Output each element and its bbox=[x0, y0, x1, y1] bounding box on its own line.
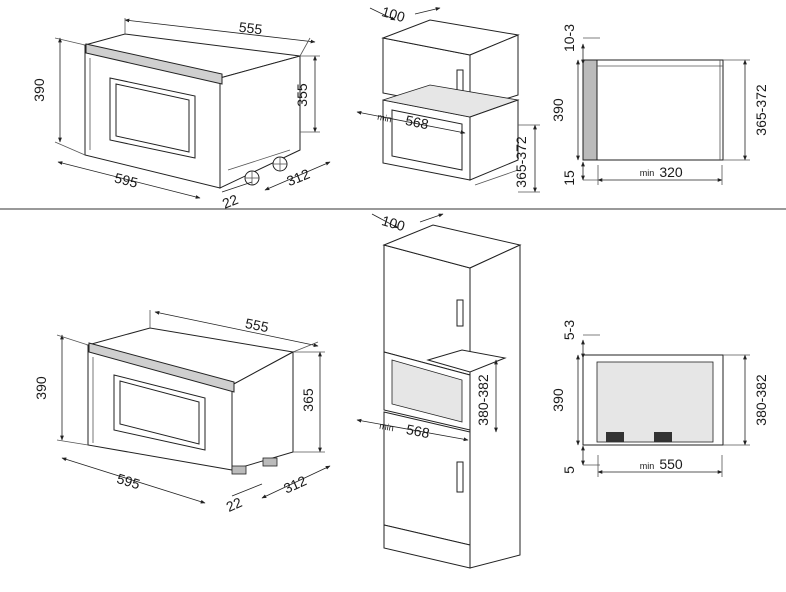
top-oven-base-label: 22 bbox=[220, 191, 241, 212]
bottom-section-cavity-label: 380-382 bbox=[753, 374, 769, 426]
bottom-section-min-prefix: min bbox=[640, 461, 655, 471]
bottom-oven-drawing bbox=[86, 327, 295, 475]
bottom-oven-dimensions: 555 390 595 365 312 22 bbox=[33, 310, 331, 515]
top-oven-depth-label: 595 bbox=[113, 170, 140, 191]
top-oven-height-label: 390 bbox=[31, 78, 47, 102]
bottom-cabinet-height-label: 380-382 bbox=[475, 374, 491, 426]
top-oven-dimensions: 555 390 595 355 312 22 bbox=[31, 18, 331, 212]
top-cabinet-depth-label: 100 bbox=[380, 3, 407, 25]
top-section-min-prefix: min bbox=[640, 168, 655, 178]
bottom-section-bottom-gap-label: 5 bbox=[561, 466, 577, 474]
bottom-oven-width-label: 555 bbox=[244, 315, 270, 335]
bottom-cabinet-width-label: 568 bbox=[405, 421, 431, 441]
bottom-oven-side-depth-label: 312 bbox=[281, 472, 309, 496]
top-section-drawing bbox=[582, 37, 724, 181]
top-section-depth-label: 320 bbox=[659, 164, 683, 180]
top-section-bottom-gap-label: 15 bbox=[561, 170, 577, 186]
bottom-section-dimensions: 5-3 390 5 380-382 min 550 bbox=[550, 320, 769, 477]
bottom-section-height-label: 390 bbox=[550, 388, 566, 412]
top-oven-width-label: 555 bbox=[238, 19, 263, 38]
top-oven-height-right-label: 355 bbox=[294, 83, 310, 107]
top-section-height-label: 390 bbox=[550, 98, 566, 122]
top-oven-drawing bbox=[83, 33, 301, 189]
bottom-oven-depth-label: 595 bbox=[115, 470, 142, 492]
bottom-cabinet-depth-label: 100 bbox=[380, 212, 407, 234]
bottom-section-top-gap-label: 5-3 bbox=[561, 320, 577, 340]
top-section-cavity-label: 365-372 bbox=[753, 84, 769, 136]
bottom-section-drawing bbox=[582, 334, 724, 466]
foot-icon bbox=[244, 170, 260, 186]
bottom-cabinet-dimensions: 100 min 568 380-382 bbox=[356, 212, 498, 441]
bottom-oven-base-label: 22 bbox=[224, 494, 245, 515]
top-cabinet-width-label: 568 bbox=[404, 112, 430, 133]
top-cabinet-height-label: 365-372 bbox=[513, 136, 529, 188]
top-cabinet-dimensions: 100 min 568 365-372 bbox=[356, 3, 540, 193]
top-section-top-gap-label: 10-3 bbox=[561, 24, 577, 52]
bottom-cabinet-drawing bbox=[382, 224, 522, 569]
top-section-dimensions: 10-3 390 15 365-372 min 320 bbox=[550, 24, 769, 186]
bottom-cabinet-min-prefix: min bbox=[378, 421, 394, 434]
bottom-oven-height-label: 390 bbox=[33, 376, 49, 400]
top-cabinet-drawing bbox=[381, 19, 520, 186]
bottom-oven-height-right-label: 365 bbox=[300, 388, 316, 412]
foot-icon bbox=[272, 156, 288, 172]
top-cabinet-min-prefix: min bbox=[376, 112, 392, 125]
bottom-section-depth-label: 550 bbox=[659, 456, 683, 472]
top-oven-side-depth-label: 312 bbox=[284, 165, 312, 189]
